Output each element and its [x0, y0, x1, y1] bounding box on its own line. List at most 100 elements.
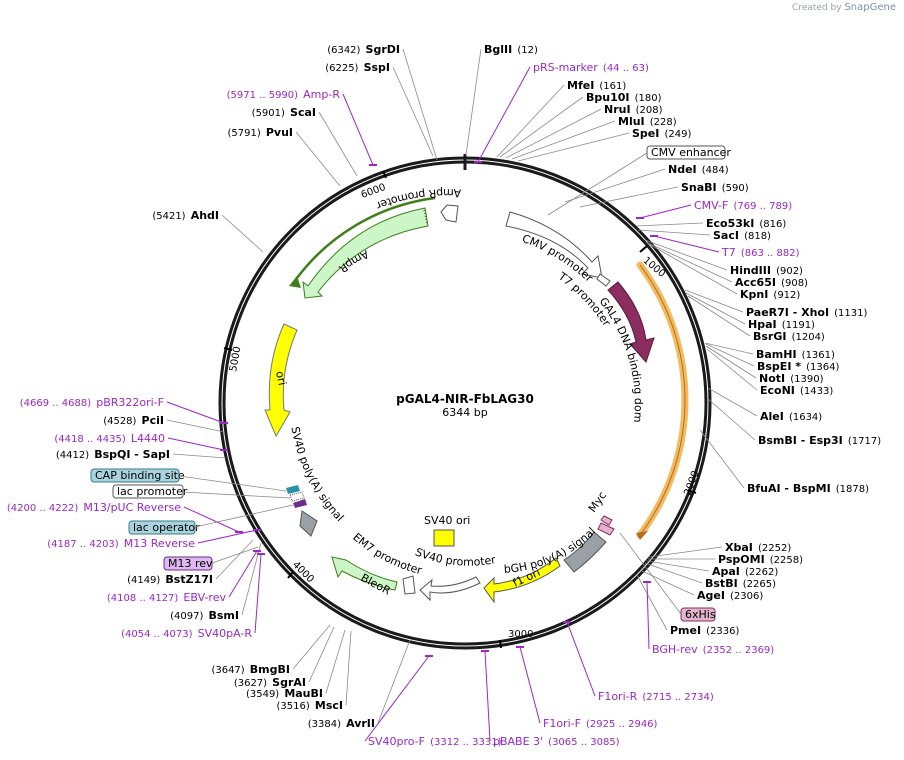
site-name: Acc65I [735, 276, 776, 289]
site-position: (4412) [56, 450, 89, 461]
ori-label: ori [273, 370, 289, 387]
site-position: (5791) [227, 128, 260, 139]
site-text: (6342) SgrDI [327, 38, 400, 57]
cmv-enhancer-box [646, 145, 726, 160]
site-text: BamHI (1361) [756, 343, 835, 362]
site-position: (1433) [800, 386, 833, 397]
site-text: Acc65I (908) [735, 271, 808, 290]
his6-label: 6xHis [685, 608, 716, 621]
site-name: BmgBI [250, 663, 290, 676]
sv40-polya-block [299, 510, 318, 537]
tick-label-3000: 3000 [508, 629, 533, 640]
ampr-arrow [302, 207, 429, 299]
site-label-ndei: NdeI (484) [564, 163, 729, 203]
primer-name: pBR322ori-F [96, 396, 164, 409]
sv40-promoter-arrow [419, 576, 481, 602]
site-label-mlui: MluI (228) [511, 115, 677, 160]
site-text: (3549) MauBI [246, 682, 323, 701]
site-label-nrui: NruI (208) [505, 103, 663, 159]
site-leader-line [641, 570, 695, 596]
f1-ori-arrow [483, 557, 561, 604]
site-label-snabi: SnaBI (590) [579, 181, 749, 208]
site-name: MfeI [567, 79, 594, 92]
site-leader-line [648, 546, 723, 558]
ori-arrow [264, 323, 298, 438]
cmv-enhancer-label: CMV enhancer [651, 146, 731, 159]
site-text: (5791) PvuI [227, 121, 293, 140]
site-label-scai: (5901) ScaI [252, 106, 358, 177]
primer-text: pRS-marker (44 .. 63) [533, 56, 649, 75]
site-text: BstBI (2265) [705, 572, 776, 591]
site-position: (4528) [103, 416, 136, 427]
primer-name: F1ori-F [543, 717, 581, 730]
snapgene-brand: SnapGene [844, 2, 896, 13]
primer-label-m13-reverse: (4187 .. 4203) M13 Reverse [47, 529, 261, 550]
primer-label-prs-marker: pRS-marker (44 .. 63) [474, 56, 649, 163]
site-label-bamhi: BamHI (1361) [704, 342, 835, 362]
site-label-bspei: BspEI * (1364) [705, 343, 839, 373]
primer-name: Amp-R [303, 88, 340, 101]
site-leader-line [402, 48, 438, 161]
primer-leader-line [183, 506, 240, 533]
site-text: ApaI (2262) [712, 560, 778, 579]
site-name: ApaI [712, 565, 740, 578]
site-name: XbaI [725, 541, 753, 554]
primer-position: (2352 .. 2369) [703, 645, 775, 656]
lac-promoter-label: lac promoter [117, 485, 188, 498]
site-text: MfeI (161) [567, 74, 626, 93]
site-name: MscI [315, 699, 343, 712]
site-leader-line [579, 186, 679, 208]
site-leader-line [685, 292, 746, 325]
site-position: (902) [776, 266, 803, 277]
primer-label-cmv-f: CMV-F (769 .. 789) [636, 199, 792, 219]
site-name: BamHI [756, 348, 797, 361]
site-label-bsmbi: BsmBI - Esp3I (1717) [706, 397, 881, 447]
primer-position: (4200 .. 4222) [7, 503, 79, 514]
primer-text: pBABE 3' (3065 .. 3085) [493, 730, 620, 749]
primer-position: (863 .. 882) [741, 248, 800, 259]
orf-arrowhead [636, 531, 648, 540]
primer-position: (3065 .. 3085) [548, 737, 620, 748]
ampr-orf-line [292, 196, 436, 283]
site-leader-line [172, 453, 227, 459]
primer-leader-line [342, 93, 374, 166]
site-name: KpnI [740, 288, 768, 301]
primer-position: (4669 .. 4688) [20, 398, 92, 409]
site-text: Bpu10I (180) [586, 86, 662, 105]
primer-name: pRS-marker [533, 61, 598, 74]
site-position: (1131) [834, 308, 867, 319]
site-position: (2258) [770, 555, 803, 566]
site-text: (6225) SspI [325, 56, 390, 75]
site-name: PspOMI [718, 553, 765, 566]
primer-text: (5971 .. 5990) Amp-R [227, 83, 341, 102]
lac-operator-label: lac operator [133, 521, 200, 534]
site-position: (4149) [127, 575, 160, 586]
site-leader-line [687, 295, 751, 337]
site-leader-line [635, 222, 704, 227]
site-text: (3627) SgrAI [234, 671, 306, 690]
site-leader-line [637, 229, 711, 236]
site-label-sgrdi: (6342) SgrDI [327, 38, 438, 161]
site-leader-line [345, 630, 352, 706]
site-position: (12) [517, 45, 538, 56]
site-text: HpaI (1191) [748, 313, 815, 332]
site-leader-line [318, 111, 358, 177]
primer-leader-line [639, 204, 692, 219]
site-label-msci: (3516) MscI [277, 630, 352, 712]
site-label-paer7i: PaeR7I - XhoI (1131) [684, 289, 868, 319]
site-label-noti: NotI (1390) [705, 345, 824, 385]
primer-label-amp-r: (5971 .. 5990) Amp-R [227, 83, 377, 166]
site-label-pvui: (5791) PvuI [227, 121, 341, 187]
site-position: (2336) [706, 626, 739, 637]
primer-position: (4187 .. 4203) [47, 539, 119, 550]
primer-name: M13/pUC Reverse [83, 501, 181, 514]
site-position: (3384) [308, 719, 341, 730]
primer-position: (4054 .. 4073) [121, 629, 193, 640]
site-label-apai: ApaI (2262) [646, 560, 778, 579]
site-leader-line [644, 239, 728, 271]
site-position: (6225) [325, 63, 358, 74]
myc-tag [597, 522, 615, 536]
site-label-sspi: (6225) SspI [325, 56, 434, 157]
ampr-promoter-arrow [440, 204, 459, 223]
